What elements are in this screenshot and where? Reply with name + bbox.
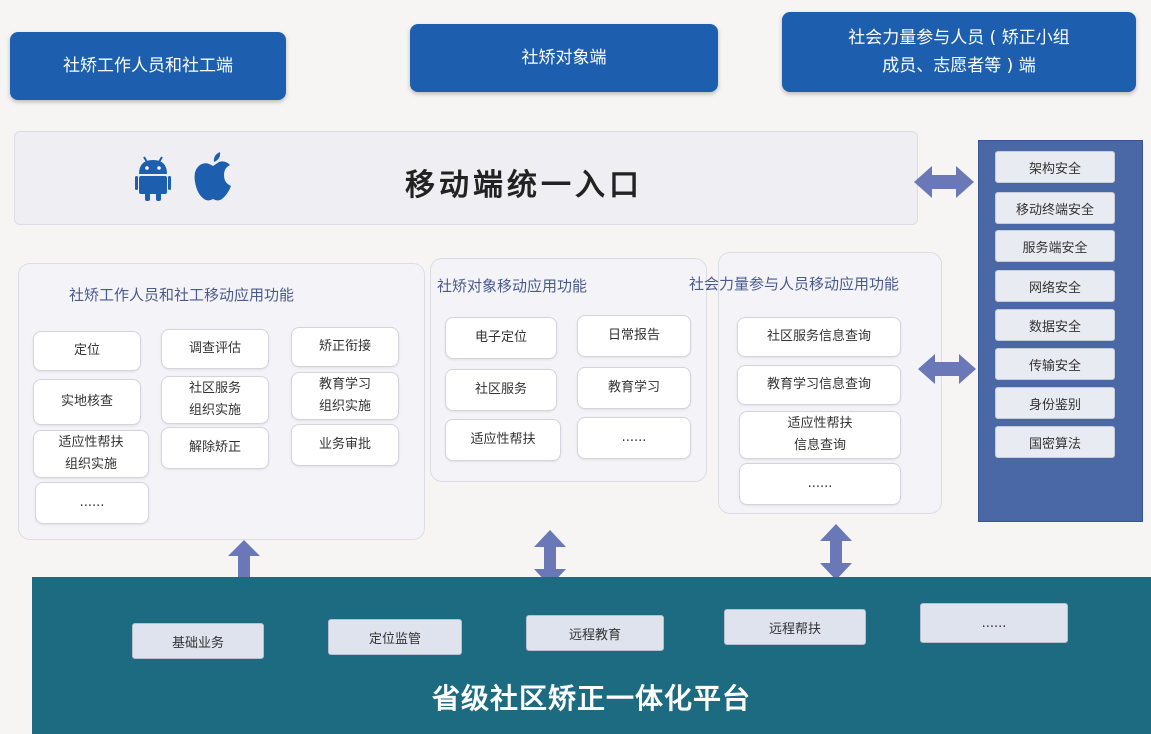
security-column: 架构安全 移动终端安全 服务端安全 网络安全 数据安全 传输安全 身份鉴别 国密… [978,140,1143,522]
subject-panel-title: 社矫对象移动应用功能 [437,277,588,295]
platform-title: 省级社区矫正一体化平台 [431,682,751,715]
social-item: 适应性帮扶 信息查询 [739,411,901,459]
staff-item: 调查评估 [161,329,269,369]
staff-item: 社区服务 组织实施 [161,376,269,424]
mobile-entry-bar: 移动端统一入口 [14,131,918,225]
subject-item: 社区服务 [445,369,557,411]
staff-item: 矫正衔接 [291,327,399,367]
staff-item: 定位 [33,331,141,371]
staff-panel-title: 社矫工作人员和社工移动应用功能 [69,286,295,304]
subject-terminal-label: 社矫对象端 [521,48,607,68]
subject-terminal-box: 社矫对象端 [410,24,718,92]
staff-item: 实地核查 [33,379,141,425]
entry-security-arrow-icon [914,166,974,198]
social-terminal-label-line2: 成员、志愿者等 ) 端 [882,56,1036,76]
functions-security-arrow-icon [918,354,976,384]
platform-item: 定位监管 [328,619,462,655]
security-item: 传输安全 [995,348,1115,380]
platform-item: 基础业务 [132,623,264,659]
social-panel-title: 社会力量参与人员移动应用功能 [689,275,900,293]
entry-title: 移动端统一入口 [405,168,643,203]
social-terminal-label-line1: 社会力量参与人员 ( 矫正小组 [848,28,1070,48]
staff-item: 教育学习 组织实施 [291,372,399,420]
subject-item-more: ...... [577,417,691,459]
platform-item-more: ...... [920,603,1068,643]
security-item: 网络安全 [995,270,1115,302]
staff-item-more: ...... [35,482,149,524]
social-item: 教育学习信息查询 [737,365,901,405]
security-item: 数据安全 [995,309,1115,341]
apple-icon [194,152,231,201]
staff-functions-panel: 社矫工作人员和社工移动应用功能 定位 调查评估 矫正衔接 实地核查 社区服务 组… [18,263,425,540]
subject-item: 电子定位 [445,317,557,359]
security-item: 服务端安全 [995,230,1115,262]
staff-terminal-box: 社矫工作人员和社工端 [10,32,286,100]
platform-item: 远程教育 [526,615,664,651]
platform-item: 远程帮扶 [724,609,866,645]
social-platform-arrow-icon [820,524,852,580]
social-terminal-box: 社会力量参与人员 ( 矫正小组 成员、志愿者等 ) 端 [782,12,1136,92]
subject-functions-panel: 社矫对象移动应用功能 电子定位 日常报告 社区服务 教育学习 适应性帮扶 ...… [430,258,707,482]
subject-item: 教育学习 [577,367,691,409]
staff-item: 业务审批 [291,424,399,466]
social-functions-panel: 社会力量参与人员移动应用功能 社区服务信息查询 教育学习信息查询 适应性帮扶 信… [689,252,942,514]
android-icon [135,156,171,201]
subject-item: 适应性帮扶 [445,419,561,461]
provincial-platform: 基础业务 定位监管 远程教育 远程帮扶 ...... 省级社区矫正一体化平台 [32,577,1151,734]
security-item: 架构安全 [995,151,1115,183]
staff-terminal-label: 社矫工作人员和社工端 [63,56,233,76]
staff-item: 适应性帮扶 组织实施 [33,430,149,478]
staff-item: 解除矫正 [161,427,269,469]
security-item: 身份鉴别 [995,387,1115,419]
subject-platform-arrow-icon [534,530,566,586]
security-item: 移动终端安全 [995,192,1115,224]
subject-item: 日常报告 [577,315,691,357]
social-item: 社区服务信息查询 [737,317,901,357]
security-item: 国密算法 [995,426,1115,458]
social-item-more: ...... [739,463,901,505]
